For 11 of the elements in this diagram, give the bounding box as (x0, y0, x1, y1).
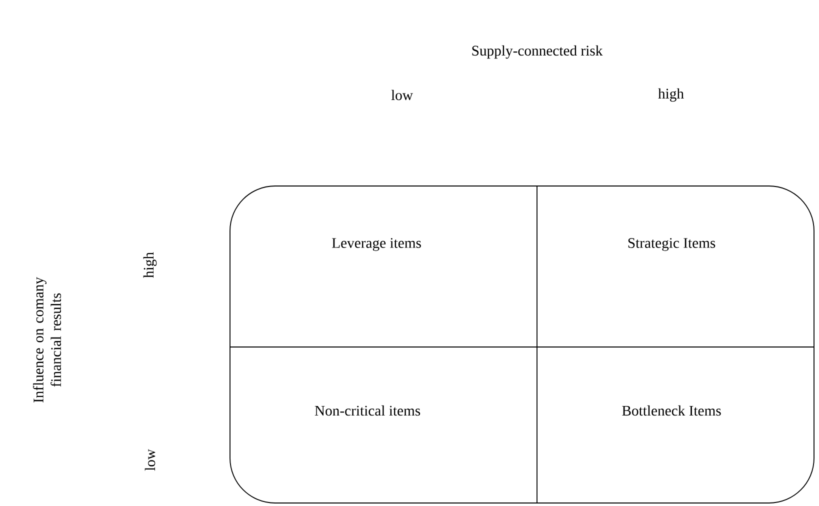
axis-title: Supply-connected risk (472, 45, 603, 59)
quadrant-label: Leverage items (332, 238, 421, 251)
axis-level: high (143, 252, 157, 278)
quadrant-label: Strategic Items (628, 238, 716, 251)
axis-level: low (144, 449, 156, 471)
axis-level: low (391, 90, 413, 100)
quadrant-label: Bottleneck Items (622, 405, 721, 416)
quadrant-label: Non-critical items (314, 405, 420, 416)
axis-title: Influence on comany financial results (33, 277, 62, 402)
matrix-box (230, 186, 814, 504)
axis-level: high (658, 88, 684, 102)
